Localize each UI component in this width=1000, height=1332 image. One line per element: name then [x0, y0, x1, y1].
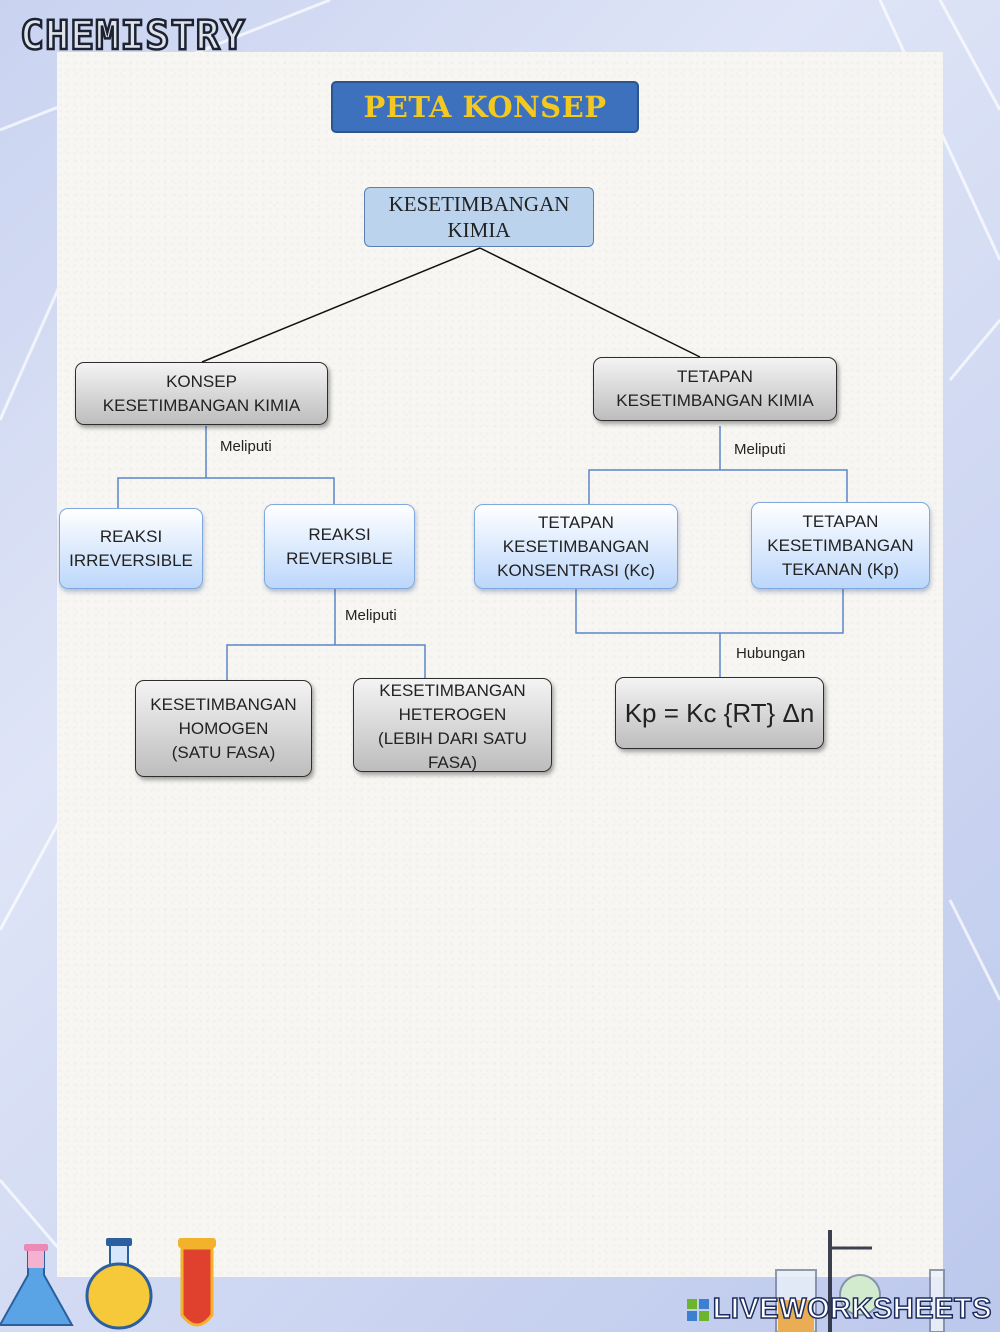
label-meliputi-reversible: Meliputi [345, 607, 397, 624]
node-formula-kp-kc: Kp = Kc {RT} Δn [615, 677, 824, 749]
liveworksheets-text: LIVEWORKSHEETS [712, 1292, 992, 1326]
root-connectors [201, 247, 701, 363]
node-konsep-kesetimbangan: KONSEP KESETIMBANGAN KIMIA [75, 362, 328, 425]
branch-connectors [117, 426, 848, 680]
test-tube-icon [178, 1238, 216, 1327]
node-kesetimbangan-kimia: KESETIMBANGAN KIMIA [364, 187, 594, 247]
label-meliputi-tetapan: Meliputi [734, 441, 786, 458]
node-kesetimbangan-heterogen: KESETIMBANGAN HETEROGEN (LEBIH DARI SATU… [353, 678, 552, 772]
round-flask-icon [85, 1238, 153, 1330]
lab-stand-icon [775, 1230, 945, 1332]
label-meliputi-konsep: Meliputi [220, 438, 272, 455]
node-tetapan-kp: TETAPAN KESETIMBANGAN TEKANAN (Kp) [751, 502, 930, 589]
node-reaksi-irreversible: REAKSI IRREVERSIBLE [59, 508, 203, 589]
node-kesetimbangan-homogen: KESETIMBANGAN HOMOGEN (SATU FASA) [135, 680, 312, 777]
node-tetapan-kesetimbangan: TETAPAN KESETIMBANGAN KIMIA [593, 357, 837, 421]
paper-background [57, 52, 943, 1277]
conical-flask-icon [0, 1244, 74, 1326]
page-title: PETA KONSEP [331, 81, 639, 133]
label-hubungan: Hubungan [736, 645, 806, 662]
lab-decoration [0, 1230, 945, 1332]
liveworksheets-logo-icon [686, 1298, 709, 1321]
liveworksheets-watermark: LIVEWORKSHEETS [686, 1292, 992, 1326]
node-reaksi-reversible: REAKSI REVERSIBLE [264, 504, 415, 589]
node-tetapan-kc: TETAPAN KESETIMBANGAN KONSENTRASI (Kc) [474, 504, 678, 589]
